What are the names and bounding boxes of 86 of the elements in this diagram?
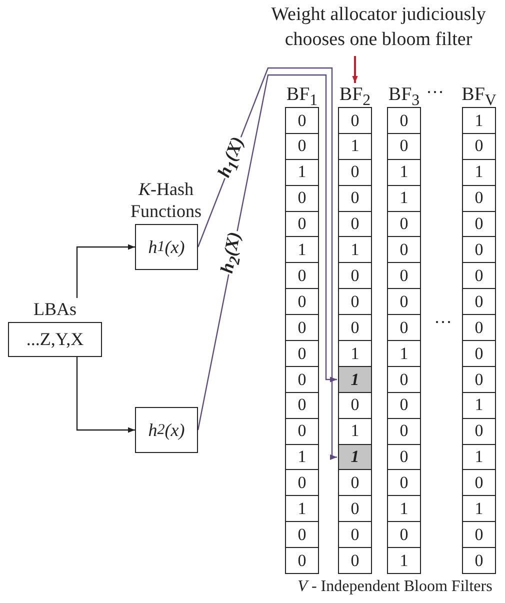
bit-cell: 0 — [338, 521, 372, 548]
bit-cell: 1 — [387, 158, 421, 186]
bit-cell: 1 — [285, 444, 319, 471]
bit-cell: 0 — [338, 392, 372, 419]
bit-cell: 0 — [285, 469, 319, 497]
bit-cell: 0 — [387, 262, 421, 290]
bit-cell: 0 — [285, 547, 319, 574]
bit-cell: 0 — [462, 521, 496, 548]
box-heading: LBAs — [32, 298, 78, 320]
ellipsis-text: ··· — [426, 82, 444, 103]
bit-cell: 1 — [338, 340, 372, 368]
annotation-text: Weight allocator judiciously chooses one bloom filter — [252, 2, 505, 52]
column-heading: BF$_{3}$ — [387, 83, 421, 107]
bit-cell: 0 — [338, 158, 372, 186]
bit-cell: 1 — [387, 547, 421, 574]
bit-cell: 0 — [285, 418, 319, 445]
bit-cell: 1 — [387, 495, 421, 523]
bit-cell: 0 — [387, 444, 421, 471]
bit-cell: 0 — [285, 184, 319, 212]
bit-cell: 0 — [338, 107, 372, 134]
bit-cell: 1 — [338, 236, 372, 264]
bit-cell: 1 — [462, 495, 496, 523]
bit-cell: 0 — [462, 288, 496, 316]
box-heading: K-Hash Functions — [129, 178, 202, 222]
bit-cell: 0 — [387, 469, 421, 497]
bit-cell: 1 — [462, 444, 496, 471]
bit-cell: 0 — [387, 521, 421, 548]
bit-cell: 0 — [285, 262, 319, 290]
arrow — [76, 357, 135, 433]
bit-cell: 1 — [387, 340, 421, 368]
bit-cell: 0 — [387, 418, 421, 445]
bit-cell: 0 — [338, 314, 372, 342]
bit-cell: 0 — [387, 210, 421, 238]
bit-cell: 0 — [462, 184, 496, 212]
column-heading: BF$_{2}$ — [338, 83, 372, 107]
column-heading: BF$_{1}$ — [285, 83, 319, 107]
bit-cell: 0 — [285, 107, 319, 134]
arrow — [76, 244, 135, 298]
bit-cell: 0 — [387, 288, 421, 316]
bit-cell: 1 — [285, 158, 319, 186]
bit-cell: 0 — [285, 366, 319, 394]
bit-cell: 0 — [338, 469, 372, 497]
bit-cell: 0 — [462, 132, 496, 160]
bit-cell: 0 — [338, 288, 372, 316]
bit-cell: 1 — [338, 444, 372, 471]
bit-cell: 1 — [462, 392, 496, 419]
bit-cell: 0 — [338, 210, 372, 238]
bit-cell: 0 — [462, 418, 496, 445]
bit-cell: 1 — [338, 366, 372, 394]
bit-cell: 0 — [462, 262, 496, 290]
bit-cell: 0 — [387, 107, 421, 134]
bit-cell: 0 — [285, 210, 319, 238]
input-box: ...Z,Y,X — [8, 322, 102, 357]
bit-cell: 1 — [338, 418, 372, 445]
bit-cell: 0 — [387, 132, 421, 160]
column-heading: BF$_{V}$ — [462, 83, 496, 107]
bit-cell: 1 — [462, 107, 496, 134]
bit-cell: 0 — [285, 314, 319, 342]
bit-cell: 0 — [387, 392, 421, 419]
arrow — [352, 56, 358, 83]
bit-cell: 0 — [285, 288, 319, 316]
bit-cell: 0 — [387, 366, 421, 394]
bit-cell: 1 — [285, 495, 319, 523]
bit-cell: 1 — [338, 132, 372, 160]
bit-cell: 0 — [462, 236, 496, 264]
bit-cell: 0 — [338, 262, 372, 290]
ellipsis-text: ··· — [434, 312, 452, 333]
bit-cell: 0 — [338, 495, 372, 523]
bit-cell: 1 — [387, 184, 421, 212]
bit-cell: 0 — [462, 314, 496, 342]
bit-cell: 0 — [338, 184, 372, 212]
bit-cell: 0 — [387, 314, 421, 342]
bit-cell: 0 — [285, 392, 319, 419]
bit-cell: 0 — [387, 236, 421, 264]
bit-cell: 1 — [285, 236, 319, 264]
bit-cell: 1 — [462, 158, 496, 186]
bit-cell: 0 — [462, 210, 496, 238]
bit-cell: 0 — [462, 547, 496, 574]
bit-cell: 0 — [285, 132, 319, 160]
bit-cell: 0 — [285, 340, 319, 368]
bit-cell: 0 — [462, 469, 496, 497]
bit-cell: 0 — [462, 366, 496, 394]
bit-cell: 0 — [338, 547, 372, 574]
bit-cell: 0 — [462, 340, 496, 368]
caption: V - Independent Bloom Filters — [296, 578, 494, 596]
bit-cell: 0 — [285, 521, 319, 548]
